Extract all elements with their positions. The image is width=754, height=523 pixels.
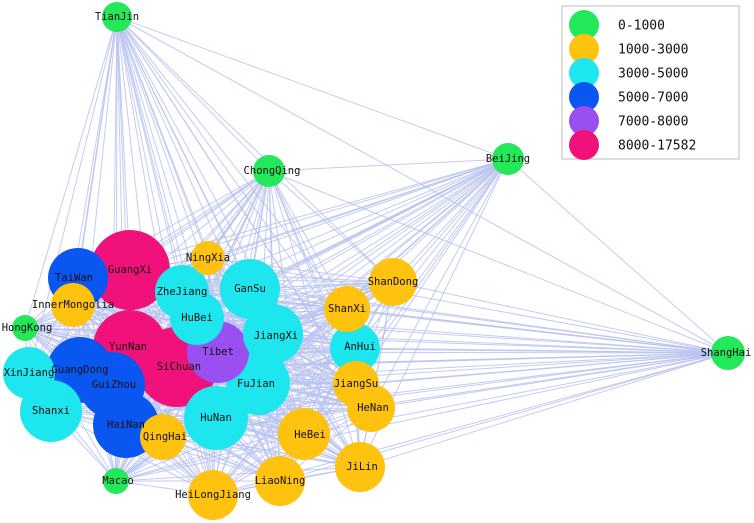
legend-swatch-2 [569,58,599,88]
node-jilin[interactable] [335,442,385,492]
edge-tianjin-jilin [116,16,361,468]
node-label-guangdong: GuangDong [52,364,109,376]
edge-shanghai-macao [115,352,729,482]
legend-swatch-1 [569,34,599,64]
node-xinjiang[interactable] [3,347,55,399]
node-label-hunan: HuNan [200,412,232,424]
edge-tianjin-shanghai [116,16,729,354]
edge-beijing-shanghai [507,158,729,354]
node-label-hebei: HeBei [294,429,326,441]
node-macao[interactable] [103,468,129,494]
legend-label-0: 0-1000 [618,19,665,34]
node-innermongolia[interactable] [51,283,95,327]
node-label-anhui: AnHui [344,341,376,353]
node-label-hubei: HuBei [181,312,213,324]
node-hebei[interactable] [278,408,330,460]
edge-tianjin-chongqing [116,16,270,172]
node-anhui[interactable] [330,323,380,373]
node-label-jiangsu: JiangSu [334,378,378,390]
edge-tianjin-beijing [116,16,509,160]
node-chongqing[interactable] [253,155,285,187]
node-label-innermongolia: InnerMongolia [32,299,114,311]
node-heilongjiang[interactable] [188,470,238,520]
node-label-jilin: JiLin [346,461,378,473]
node-label-qinghai: QingHai [143,431,187,443]
edge-beijing-henan [370,158,509,409]
legend-label-4: 7000-8000 [618,115,688,130]
edge-shanghai-shandong [392,281,729,354]
node-label-tianjin: TianJin [95,11,139,23]
node-label-heilongjiang: HeiLongJiang [175,489,251,501]
edge-macao-jilin [115,466,361,482]
legend-swatch-0 [569,10,599,40]
node-tianjin[interactable] [102,2,132,32]
node-ningxia[interactable] [191,241,225,275]
node-shandong[interactable] [369,258,417,306]
edge-tianjin-shanxi [116,16,348,310]
node-label-shanxi: ShanXi [328,303,366,315]
edge-shanghai-hunan [215,352,729,419]
node-hubei[interactable] [170,291,224,345]
node-jiangsu[interactable] [333,361,379,407]
node-beijing[interactable] [492,143,524,175]
edge-chongqing-shandong [268,170,394,283]
node-label-sichuan: SiChuan [157,361,201,373]
legend-label-3: 5000-7000 [618,91,688,106]
edge-beijing-chongqing [268,158,509,172]
node-label-guangxi: GuangXi [108,264,152,276]
edge-chongqing-shanghai [268,170,729,354]
node-gansu[interactable] [220,259,280,319]
node-label-shanxi: Shanxi [32,405,70,417]
legend-label-5: 8000-17582 [618,139,696,154]
node-label-liaoning: LiaoNing [255,475,306,487]
edge-tianjin-hongkong [24,16,118,329]
node-qinghai[interactable] [140,414,186,460]
node-label-taiwan: TaiWan [55,272,93,284]
edge-shanghai-ningxia [207,257,729,354]
edge-tianjin-guangxi [116,16,131,271]
node-label-chongqing: ChongQing [244,165,301,177]
node-label-beijing: BeiJing [486,153,530,165]
node-label-yunnan: YunNan [109,341,147,353]
node-shanghai[interactable] [711,336,745,370]
edge-shanghai-qinghai [162,352,729,438]
node-label-ningxia: NingXia [186,252,230,264]
node-label-jiangxi: JiangXi [254,330,298,342]
legend-swatch-3 [569,82,599,112]
node-label-fujian: FuJian [237,378,275,390]
legend-swatch-4 [569,106,599,136]
node-label-gansu: GanSu [234,283,266,295]
edge-beijing-shandong [392,158,509,283]
edge-tianjin-xinjiang [28,16,118,374]
node-hunan[interactable] [184,386,248,450]
node-label-shandong: ShanDong [368,276,419,288]
node-label-macao: Macao [102,475,134,487]
node-label-tibet: Tibet [202,346,234,358]
node-guangxi[interactable] [90,230,170,310]
node-label-shanghai: ShangHai [701,347,752,359]
node-shanxi[interactable] [324,286,370,332]
legend-swatch-5 [569,130,599,160]
node-label-hainan: HaiNan [107,419,145,431]
node-hongkong[interactable] [12,315,38,341]
legend-label-1: 1000-3000 [618,43,688,58]
node-label-hongkong: HongKong [2,322,53,334]
edge-shanghai-jilin [359,352,729,468]
node-circles [3,2,745,520]
node-jiangxi[interactable] [243,304,303,364]
node-label-zhejiang: ZheJiang [157,286,208,298]
node-label-guizhou: GuiZhou [92,379,136,391]
legend: 0-1000 1000-3000 3000-5000 5000-7000 7000-80… [561,5,740,160]
node-label-xinjiang: XinJiang [4,367,55,379]
node-liaoning[interactable] [255,456,305,506]
node-label-henan: HeNan [357,402,389,414]
legend-label-2: 3000-5000 [618,67,688,82]
edge-tianjin-taiwan [77,16,118,279]
